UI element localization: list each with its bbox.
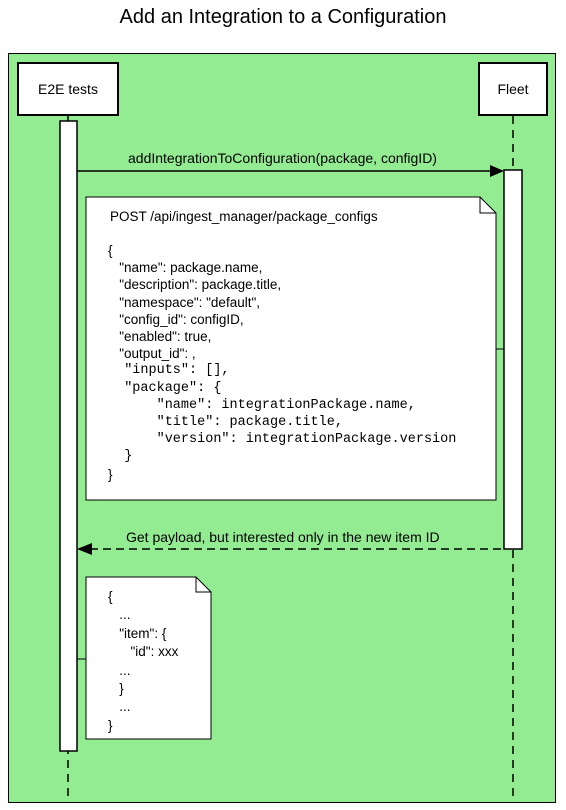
request-note-line: "config_id": configID, [108,311,244,327]
request-note-body: { "name": package.name, "description": p… [108,242,456,483]
request-note-line: "namespace": "default", [108,294,261,310]
request-message-label: addIntegrationToConfiguration(package, c… [128,150,437,166]
response-note-line: ... [108,699,131,715]
request-note-header: POST /api/ingest_manager/package_configs [110,209,378,224]
response-note-line: "item": { [108,625,167,641]
response-arrowhead [77,543,92,555]
response-note-shape [85,576,212,740]
response-note-body: { ... "item": { "id": xxx ... } ...} [108,588,178,735]
request-note-line: "package": { [108,380,222,396]
request-note-shape [85,196,497,501]
actor-e2e-tests-label: E2E tests [38,81,98,97]
request-note-line: "description": package.title, [108,277,282,293]
response-note-line: } [108,717,113,733]
e2e-activation-bar [59,120,78,752]
request-note-line: } [108,466,113,482]
response-note-line: { [108,589,113,604]
request-note-line: "inputs": [], [108,363,230,379]
response-note-line: } [108,681,124,697]
response-note-fold [195,577,211,593]
request-note-line: "enabled": true, [108,329,212,345]
response-note-line: ... [108,662,131,678]
request-note-line: "name": package.name, [108,260,263,276]
request-note-line: { [108,243,113,258]
actor-fleet: Fleet [478,62,548,116]
request-note-line: } [108,449,133,465]
request-note-line: "title": package.title, [108,415,343,431]
request-note-line: "name": integrationPackage.name, [108,397,416,413]
response-message-label: Get payload, but interested only in the … [126,529,440,545]
diagram-title: Add an Integration to a Configuration [119,6,447,28]
request-note-fold [479,197,496,214]
response-note-line: "id": xxx [108,644,179,660]
actor-e2e-tests: E2E tests [17,62,119,116]
request-note-line: "version": integrationPackage.version [108,432,457,448]
request-note-line: "output_id": , [108,346,196,362]
actor-fleet-label: Fleet [497,81,529,97]
response-note-line: ... [108,607,131,623]
fleet-activation-bar [503,169,523,550]
request-arrowhead [490,165,504,177]
